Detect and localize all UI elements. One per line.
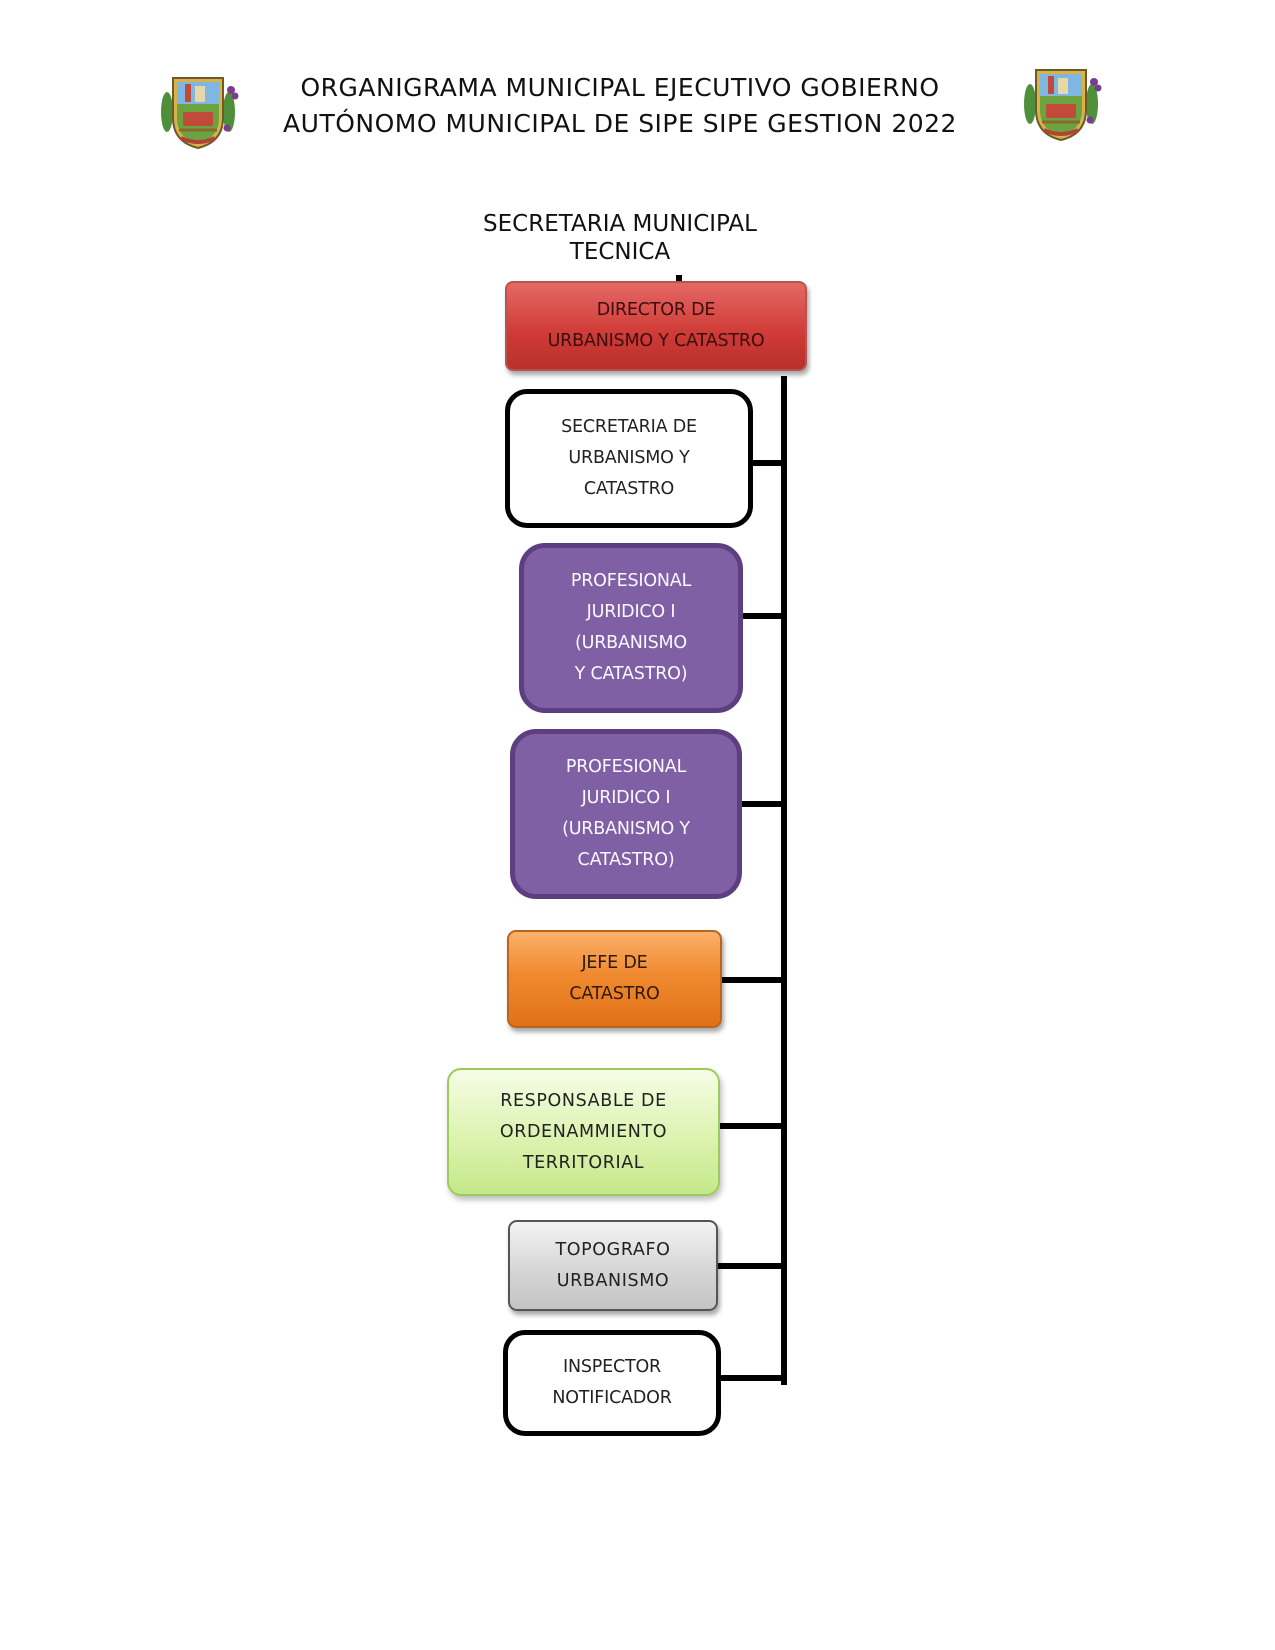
title-line-2: AUTÓNOMO MUNICIPAL DE SIPE SIPE GESTION … xyxy=(283,109,957,138)
node-secretaria-line: CATASTRO xyxy=(583,479,675,499)
node-ordenamiento-line: ORDENAMMIENTO xyxy=(499,1121,668,1142)
node-ordenamiento: RESPONSABLE DE ORDENAMMIENTO TERRITORIAL xyxy=(447,1068,720,1196)
node-juridico-2-line: PROFESIONAL xyxy=(565,757,687,777)
node-topografo: TOPOGRAFO URBANISMO xyxy=(508,1220,718,1311)
node-juridico-1-line: Y CATASTRO) xyxy=(574,664,688,684)
node-secretaria: SECRETARIA DE URBANISMO Y CATASTRO xyxy=(505,389,753,528)
node-secretaria-line: SECRETARIA DE xyxy=(561,417,697,437)
node-juridico-1-line: PROFESIONAL xyxy=(570,571,692,591)
node-inspector-line: INSPECTOR xyxy=(562,1357,661,1377)
node-juridico-2-line: JURIDICO I xyxy=(581,788,671,808)
connector-ordenamiento xyxy=(717,1123,784,1129)
connector-topografo xyxy=(717,1263,784,1269)
node-inspector-line: NOTIFICADOR xyxy=(552,1388,672,1408)
node-juridico-2: PROFESIONAL JURIDICO I (URBANISMO Y CATA… xyxy=(510,729,742,899)
connector-jefe-catastro xyxy=(717,977,784,983)
node-director: DIRECTOR DE URBANISMO Y CATASTRO xyxy=(505,281,807,371)
municipal-crest-left-icon xyxy=(155,68,241,152)
connector-inspector xyxy=(715,1375,784,1381)
title-line-1: ORGANIGRAMA MUNICIPAL EJECUTIVO GOBIERNO xyxy=(300,73,940,102)
node-jefe-catastro-line: CATASTRO xyxy=(569,984,660,1004)
connector-secretaria xyxy=(749,460,784,466)
node-director-line: URBANISMO Y CATASTRO xyxy=(547,331,765,351)
connector-juridico-2 xyxy=(740,801,784,807)
org-trunk-line xyxy=(781,376,787,1385)
node-secretaria-line: URBANISMO Y xyxy=(568,448,690,468)
node-jefe-catastro-line: JEFE DE xyxy=(581,953,648,973)
node-juridico-1-line: JURIDICO I xyxy=(586,602,676,622)
section-title: SECRETARIA MUNICIPAL TECNICA xyxy=(440,210,800,266)
section-title-line-1: SECRETARIA MUNICIPAL xyxy=(483,211,757,237)
node-juridico-2-line: (URBANISMO Y xyxy=(562,819,690,839)
connector-juridico-1 xyxy=(740,613,784,619)
node-topografo-line: TOPOGRAFO xyxy=(555,1239,671,1260)
node-jefe-catastro: JEFE DE CATASTRO xyxy=(507,930,722,1028)
node-ordenamiento-line: TERRITORIAL xyxy=(522,1152,645,1173)
municipal-crest-right-icon xyxy=(1018,60,1104,144)
node-ordenamiento-line: RESPONSABLE DE xyxy=(500,1090,667,1111)
node-juridico-1: PROFESIONAL JURIDICO I (URBANISMO Y CATA… xyxy=(519,543,743,713)
node-director-line: DIRECTOR DE xyxy=(596,300,716,320)
node-juridico-2-line: CATASTRO) xyxy=(577,850,675,870)
node-juridico-1-line: (URBANISMO xyxy=(574,633,687,653)
node-inspector: INSPECTOR NOTIFICADOR xyxy=(503,1330,721,1436)
director-top-connector xyxy=(676,275,682,282)
document-title: ORGANIGRAMA MUNICIPAL EJECUTIVO GOBIERNO… xyxy=(250,70,990,142)
node-topografo-line: URBANISMO xyxy=(556,1270,670,1291)
section-title-line-2: TECNICA xyxy=(569,239,671,265)
